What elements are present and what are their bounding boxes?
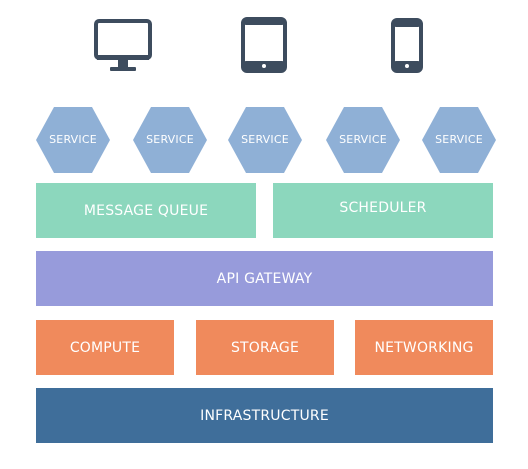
service-label: SERVICE xyxy=(146,133,194,146)
service-label: SERVICE xyxy=(339,133,387,146)
service-hexagon: SERVICE xyxy=(326,107,400,173)
infrastructure-block: INFRASTRUCTURE xyxy=(36,388,493,443)
desktop-monitor-icon xyxy=(94,19,152,71)
storage-block: STORAGE xyxy=(196,320,334,375)
api-gateway-block: API GATEWAY xyxy=(36,251,493,306)
service-hexagon: SERVICE xyxy=(133,107,207,173)
message-queue-label: MESSAGE QUEUE xyxy=(83,202,209,219)
message-queue-block: MESSAGE QUEUE xyxy=(36,183,256,238)
compute-label: COMPUTE xyxy=(69,339,141,356)
scheduler-label: SCHEDULER xyxy=(339,199,427,216)
service-hexagon: SERVICE xyxy=(228,107,302,173)
tablet-icon xyxy=(241,17,287,73)
service-label: SERVICE xyxy=(49,133,97,146)
infrastructure-label: INFRASTRUCTURE xyxy=(200,407,329,424)
networking-label: NETWORKING xyxy=(374,339,474,356)
service-label: SERVICE xyxy=(241,133,289,146)
service-hexagon: SERVICE xyxy=(36,107,110,173)
scheduler-block: SCHEDULER xyxy=(273,183,493,238)
networking-block: NETWORKING xyxy=(355,320,493,375)
storage-label: STORAGE xyxy=(230,339,300,356)
compute-block: COMPUTE xyxy=(36,320,174,375)
service-label: SERVICE xyxy=(435,133,483,146)
service-hexagon: SERVICE xyxy=(422,107,496,173)
smartphone-icon xyxy=(391,18,423,73)
api-gateway-label: API GATEWAY xyxy=(216,270,313,287)
